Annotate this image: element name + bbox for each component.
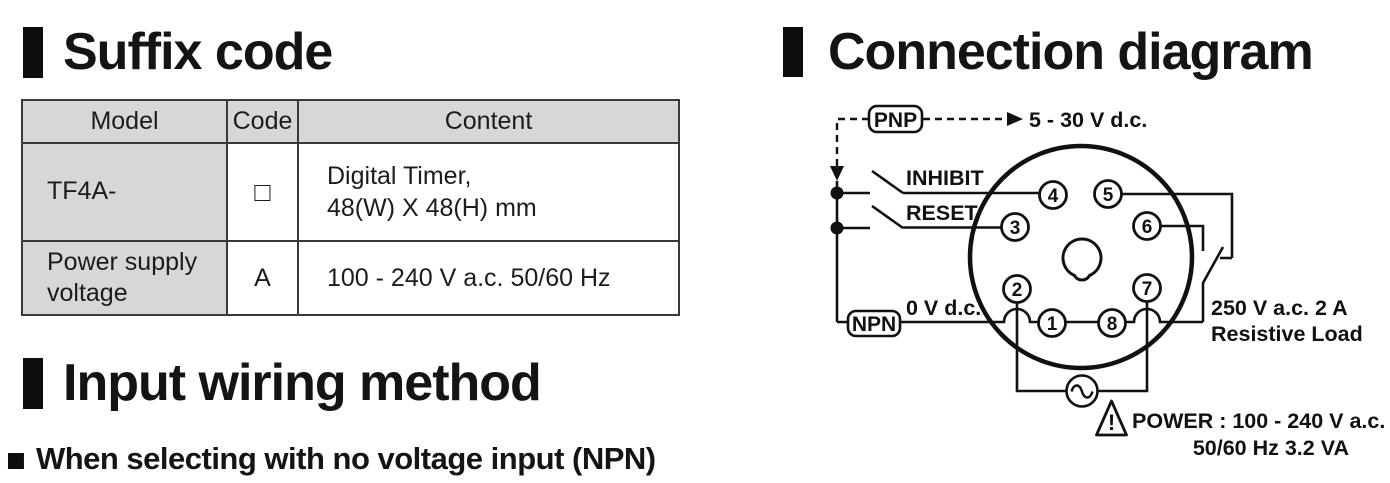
pin-number: 3 [1010, 218, 1021, 239]
table-header-code: Code [228, 101, 299, 144]
pin-number: 6 [1142, 217, 1153, 238]
pin-number: 7 [1142, 279, 1153, 300]
power-rating-label: POWER : 100 - 240 V a.c. [1132, 409, 1385, 433]
pin-6: 6 [1132, 211, 1162, 241]
suffix-code-title: Suffix code [63, 23, 333, 81]
pin-circle [1097, 308, 1127, 338]
pin2-power-wire [1015, 300, 1066, 393]
pin-5: 5 [1093, 179, 1123, 209]
connection-diagram-title: Connection diagram [828, 23, 1314, 81]
pin-circle [1132, 211, 1162, 241]
pin-number: 1 [1047, 314, 1058, 335]
pin-circle [1002, 274, 1032, 304]
pin-circle [1038, 180, 1068, 210]
input-wiring-heading: Input wiring method [23, 354, 542, 412]
pin-8: 8 [1097, 308, 1127, 338]
suffix-code-table: Model Code Content TF4A- □ Digital Timer… [21, 99, 680, 316]
pin-number: 2 [1012, 280, 1023, 301]
table-cell-content-1: Digital Timer, 48(W) X 48(H) mm [299, 144, 678, 242]
pin-number: 8 [1107, 314, 1118, 335]
pin-number: 5 [1103, 185, 1114, 206]
content-line: 100 - 240 V a.c. 50/60 Hz [327, 263, 611, 292]
keyhole-icon [1061, 237, 1103, 282]
connection-diagram: 5 - 30 V d.c. INHIBIT RESET 0 V d.c. 250… [830, 104, 1385, 460]
pin-circle [1093, 179, 1123, 209]
sine-wave-icon [1070, 384, 1094, 399]
content-line: Digital Timer, [327, 161, 472, 190]
npn-label: NPN [852, 313, 896, 336]
pin-2: 2 [1002, 274, 1032, 304]
load-type-label: Resistive Load [1211, 322, 1363, 346]
pin-circle [1037, 308, 1067, 338]
table-cell-code-2: A [228, 242, 299, 314]
wiring-subtitle-row: ■ When selecting with no voltage input (… [6, 441, 656, 477]
output-switch-blade [1201, 246, 1225, 322]
reset-switch-blade [871, 204, 904, 230]
zero-volt-label: 0 V d.c. [906, 296, 981, 320]
pnp-label: PNP [874, 109, 917, 132]
table-header-content: Content [299, 101, 678, 144]
reset-label: RESET [906, 201, 978, 225]
square-bullet-icon: ■ [6, 440, 26, 478]
pnp-voltage-label: 5 - 30 V d.c. [1029, 108, 1147, 132]
wiring-subtitle: When selecting with no voltage input (NP… [35, 441, 656, 476]
connection-diagram-heading: Connection diagram [783, 23, 1314, 81]
heading-bar-icon [23, 357, 43, 409]
suffix-code-heading: Suffix code [23, 23, 333, 81]
table-cell-content-2: 100 - 240 V a.c. 50/60 Hz [299, 242, 678, 314]
input-wiring-title: Input wiring method [63, 354, 542, 412]
content-line: 48(W) X 48(H) mm [327, 194, 537, 222]
pin6-output-wire [1147, 224, 1205, 251]
table-cell-model-1: TF4A- [23, 144, 228, 242]
code-box-symbol: □ [254, 176, 271, 207]
table-header-model: Model [23, 101, 228, 144]
warning-exclamation: ! [1108, 410, 1115, 435]
pin5-output-wire [1108, 192, 1234, 260]
table-cell-code-1: □ [228, 144, 299, 242]
pin-circle [1000, 212, 1030, 242]
heading-bar-icon [783, 27, 803, 77]
power-frequency-label: 50/60 Hz 3.2 VA [1193, 436, 1349, 460]
pin-4: 4 [1038, 180, 1068, 210]
arrow-right-icon [1007, 112, 1023, 126]
warning-triangle-icon [1095, 399, 1128, 437]
zero-volt-rail [837, 307, 1203, 324]
pin7-power-wire [1098, 300, 1149, 393]
pin-7: 7 [1132, 273, 1162, 303]
pin-number: 4 [1048, 186, 1059, 207]
pin-1: 1 [1037, 308, 1067, 338]
load-rating-label: 250 V a.c. 2 A [1211, 296, 1348, 320]
npn-box [846, 309, 902, 338]
inhibit-label: INHIBIT [906, 166, 984, 190]
inhibit-switch-blade [871, 169, 904, 195]
arrow-down-icon [830, 166, 844, 181]
heading-bar-icon [23, 26, 43, 78]
pnp-box [867, 104, 924, 134]
pin-3: 3 [1000, 212, 1030, 242]
table-cell-model-2: Power supply voltage [23, 242, 228, 314]
pnp-dashed-wire [835, 117, 868, 166]
pin-circle [1132, 273, 1162, 303]
